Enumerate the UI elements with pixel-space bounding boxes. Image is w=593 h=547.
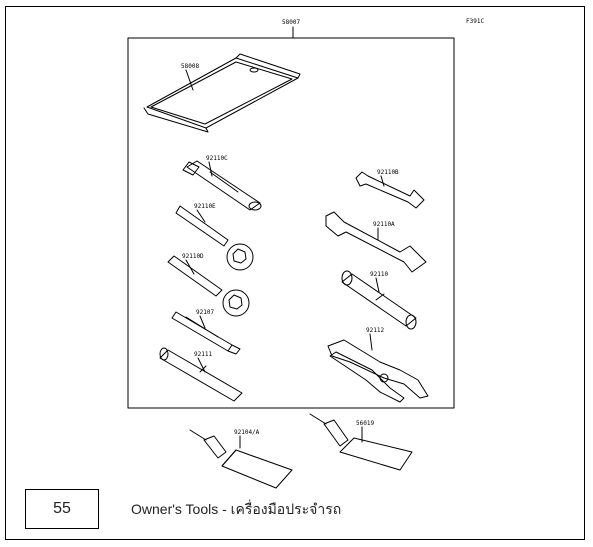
kit-code-label: 58007 (282, 19, 300, 26)
tool-bag-drawing (143, 53, 301, 133)
grease-tube-b-drawing (309, 413, 413, 471)
corner-code-label: F391C (466, 18, 484, 25)
grease-a-label: 92104/A (234, 429, 260, 436)
box-wrench-e-label: 92110E (194, 203, 216, 210)
bag-leader-line (185, 69, 194, 91)
driver-bit-leader (199, 315, 206, 329)
wrench-a-label: 92110A (373, 221, 395, 228)
screwdriver-grip-leader (197, 357, 206, 373)
bag-label: 58008 (181, 63, 199, 70)
wrench-small-label: 92110B (377, 169, 399, 176)
box-wrench-e-leader (196, 209, 206, 223)
box-wrench-d-drawing (167, 255, 250, 317)
pliers-leader (369, 333, 373, 351)
driver-bit-label: 92107 (196, 309, 214, 316)
grease-b-label: 56019 (356, 420, 374, 427)
socket-large-leader (208, 161, 213, 177)
wrench-small-leader (380, 175, 385, 187)
page-number: 55 (53, 500, 71, 517)
page-number-box: 55 (25, 489, 99, 529)
open-wrench-a-drawing (325, 211, 427, 273)
kit-box (127, 37, 455, 409)
pliers-label: 92112 (366, 327, 384, 334)
grease-tube-a-drawing (189, 429, 293, 489)
open-wrench-b-drawing (355, 171, 425, 209)
screwdriver-grip-label: 92111 (194, 351, 212, 358)
plug-spanner-leader (375, 277, 380, 293)
pliers-drawing (327, 339, 429, 403)
box-wrench-d-leader (185, 259, 195, 275)
plug-spanner-drawing (341, 270, 417, 330)
plug-spanner-label: 92110 (370, 271, 388, 278)
driver-bit-drawing (171, 311, 241, 355)
figure-caption: Owner's Tools - เครื่องมือประจำรถ (131, 501, 342, 517)
box-wrench-e-drawing (175, 205, 254, 271)
socket-wrench-drawing (182, 160, 262, 211)
box-wrench-d-label: 92110D (182, 253, 204, 260)
page-frame (5, 6, 585, 540)
socket-large-label: 92110C (206, 155, 228, 162)
